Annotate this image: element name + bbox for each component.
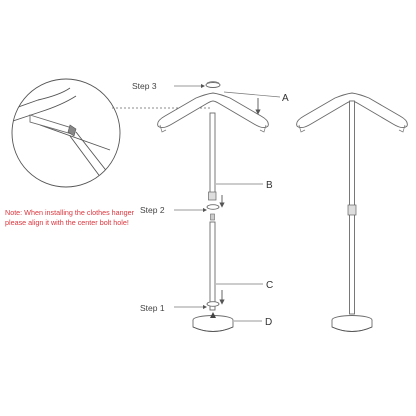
note-line-2: please align it with the center bolt hol… — [5, 218, 129, 227]
upper-pole — [209, 112, 216, 194]
step-1-label: Step 1 — [140, 303, 165, 313]
top-nut — [205, 82, 221, 88]
zoom-detail — [11, 78, 121, 188]
part-a-label: A — [282, 93, 289, 104]
step-3-label: Step 3 — [132, 81, 157, 91]
base-exploded — [192, 312, 234, 332]
step-2-label: Step 2 — [140, 205, 165, 215]
bottom-nut — [206, 301, 220, 307]
note-line-1: Note: When installing the clothes hanger — [5, 208, 135, 217]
lower-pole — [209, 221, 216, 311]
part-d-label: D — [265, 317, 272, 328]
assembled-stand — [296, 92, 408, 332]
part-b-label: B — [266, 180, 273, 191]
hanger-exploded — [157, 92, 269, 133]
pole-joint-upper — [208, 191, 217, 201]
part-c-label: C — [266, 280, 273, 291]
middle-nut — [206, 204, 220, 210]
